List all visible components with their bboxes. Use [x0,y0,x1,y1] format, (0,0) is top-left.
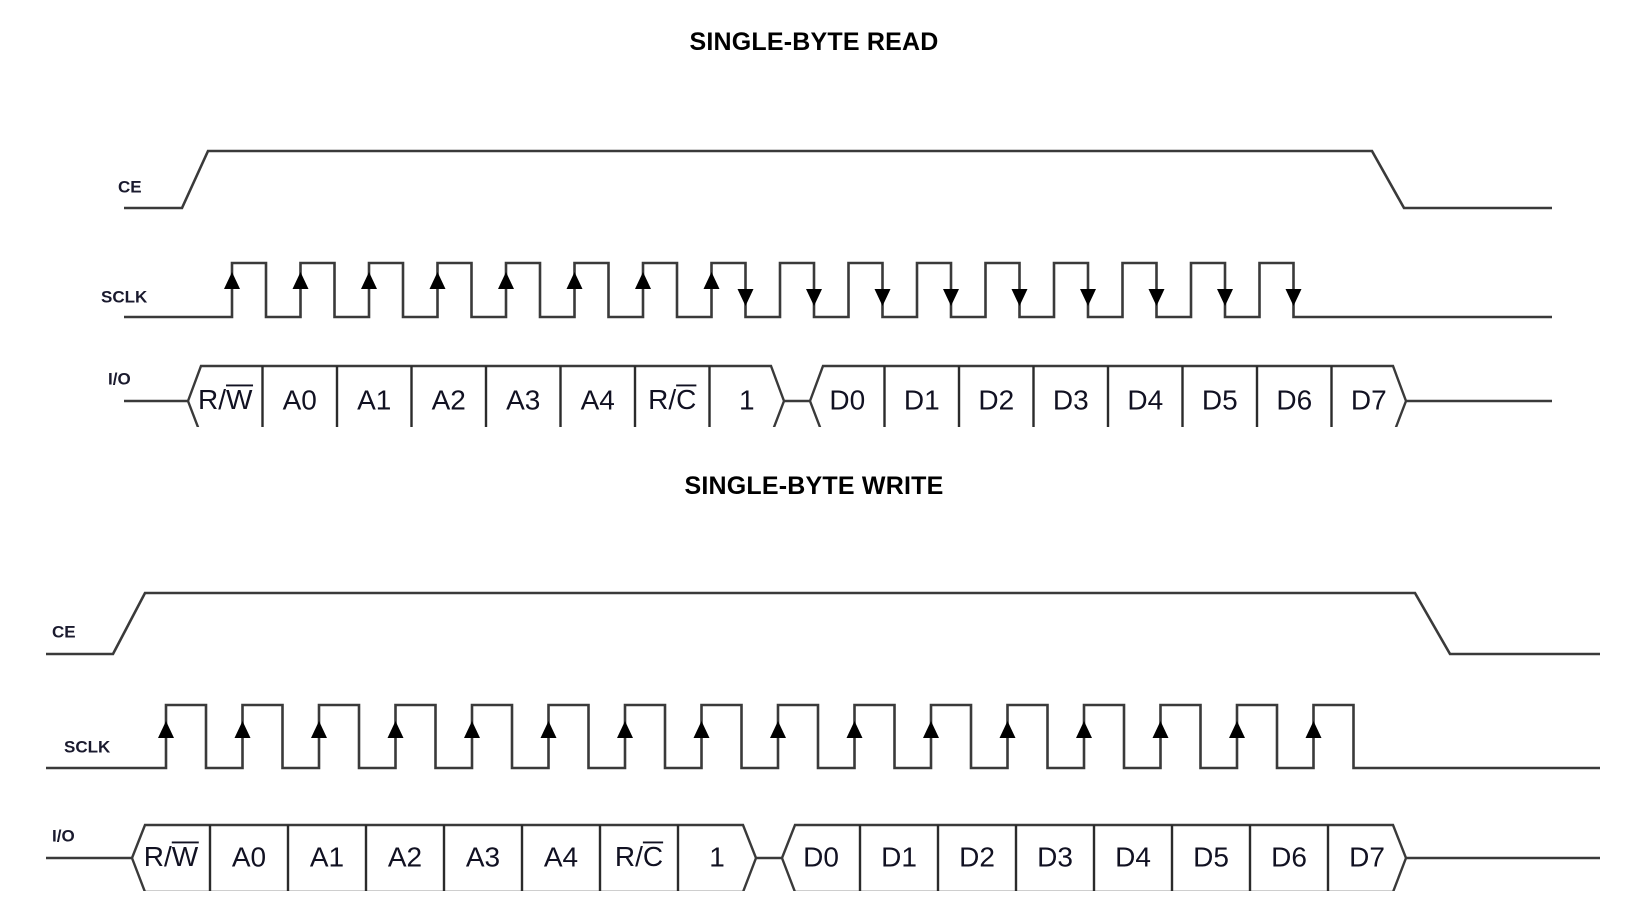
write-rising-edge-arrow-5 [464,721,480,738]
write-rising-edge-arrow-6 [540,721,557,738]
write-sclk-waveform [46,703,1600,770]
write-data-cell-0: D0 [803,841,839,872]
read-rising-edge-arrow-1 [224,272,240,289]
read-falling-edge-arrow-16 [1285,289,1302,306]
read-command-cell-5: A4 [581,384,615,415]
read-rising-edge-arrow-3 [361,272,377,289]
read-ce-waveform [124,149,1552,210]
write-diagram-title: SINGLE-BYTE WRITE [684,472,944,500]
write-command-cell-1: A0 [232,841,266,872]
read-command-cell-7: 1 [739,384,755,415]
write-rising-edge-arrow-10 [846,721,863,738]
read-waveform-svg: CE SCLK R/W A0 A1 A2 A3 A4 R/C 1 D0 D1 D2 D3 D4 D5 D6 D7 I… [101,149,1552,427]
write-data-cell-5: D5 [1193,841,1229,872]
read-rising-edge-arrow-5 [498,272,514,289]
read-diagram-title: SINGLE-BYTE READ [689,28,939,56]
read-data-cell-1: D1 [904,384,940,415]
write-sclk-label: SCLK [64,737,111,756]
write-data-cell-3: D3 [1037,841,1073,872]
write-rising-edge-arrow-12 [999,721,1016,738]
write-rising-edge-arrow-2 [234,721,251,738]
read-rising-edge-arrow-6 [566,272,583,289]
write-data-cell-7: D7 [1349,841,1385,872]
read-falling-edge-arrow-12 [1011,289,1028,306]
single-byte-write-diagram: SINGLE-BYTE WRITE CE SCLK R/W A0 A1 A2 A3 A4 R/C… [0,444,1628,904]
read-command-cell-4: A3 [506,384,540,415]
read-data-cell-0: D0 [829,384,865,415]
write-waveform-area: CE SCLK R/W A0 A1 A2 A3 A4 R/C 1 D0 D1 D2 D3 D4 D5 D6 D7 I… [0,501,1628,891]
write-rising-edge-arrow-11 [923,721,939,738]
write-rising-edge-arrow-13 [1076,721,1092,738]
write-command-cell-0: R/W [144,841,199,872]
read-rising-edge-arrow-8 [703,272,720,289]
write-rising-edge-arrow-7 [617,721,633,738]
read-data-cell-5: D5 [1202,384,1238,415]
read-command-cell-2: A1 [357,384,391,415]
read-data-cell-7: D7 [1351,384,1387,415]
read-rising-edge-arrow-2 [292,272,309,289]
read-falling-edge-arrow-14 [1148,289,1165,306]
read-falling-edge-arrow-13 [1080,289,1096,306]
write-ce-label: CE [52,622,76,641]
write-rising-edge-arrow-3 [311,721,327,738]
write-rising-edge-arrow-15 [1229,721,1245,738]
write-command-cell-4: A3 [466,841,500,872]
write-data-cell-6: D6 [1271,841,1307,872]
write-command-cell-2: A1 [310,841,344,872]
write-io-label: I/O [52,826,75,845]
read-data-cell-3: D3 [1053,384,1089,415]
read-command-cell-6: R/C [648,384,696,415]
read-data-cell-2: D2 [978,384,1014,415]
read-rising-edge-arrow-4 [429,272,446,289]
write-rising-edge-arrow-4 [387,721,404,738]
read-rising-edge-arrow-7 [635,272,651,289]
read-falling-edge-arrow-10 [874,289,891,306]
read-command-cell-0: R/W [198,384,253,415]
write-ce-waveform [46,591,1600,656]
read-ce-label: CE [118,177,142,196]
write-command-cell-7: 1 [709,841,725,872]
read-falling-edge-arrow-11 [943,289,959,306]
read-sclk-waveform [124,261,1552,319]
write-rising-edge-arrow-14 [1152,721,1169,738]
read-falling-edge-arrow-9 [806,289,822,306]
read-falling-edge-arrow-8 [737,289,754,306]
write-data-cell-1: D1 [881,841,917,872]
write-command-cell-3: A2 [388,841,422,872]
read-falling-edge-arrow-15 [1217,289,1233,306]
single-byte-read-diagram: SINGLE-BYTE READ CE SCLK R/W A0 A1 A2 A3 A4 R/C 1… [0,28,1628,427]
read-waveform-area: CE SCLK R/W A0 A1 A2 A3 A4 R/C 1 D0 D1 D2 D3 D4 D5 D6 D7 I… [0,57,1628,427]
write-rising-edge-arrow-16 [1305,721,1322,738]
write-data-cell-4: D4 [1115,841,1151,872]
write-command-cell-5: A4 [544,841,578,872]
read-command-cell-3: A2 [432,384,466,415]
read-data-cell-6: D6 [1276,384,1312,415]
write-rising-edge-arrow-9 [770,721,786,738]
read-command-cell-1: A0 [283,384,317,415]
write-command-cell-6: R/C [615,841,663,872]
write-data-cell-2: D2 [959,841,995,872]
read-sclk-label: SCLK [101,287,148,306]
read-data-cell-4: D4 [1127,384,1163,415]
write-waveform-svg: CE SCLK R/W A0 A1 A2 A3 A4 R/C 1 D0 D1 D2 D3 D4 D5 D6 D7 I… [46,591,1600,891]
write-rising-edge-arrow-1 [158,721,174,738]
write-rising-edge-arrow-8 [693,721,710,738]
read-io-label: I/O [108,369,131,388]
